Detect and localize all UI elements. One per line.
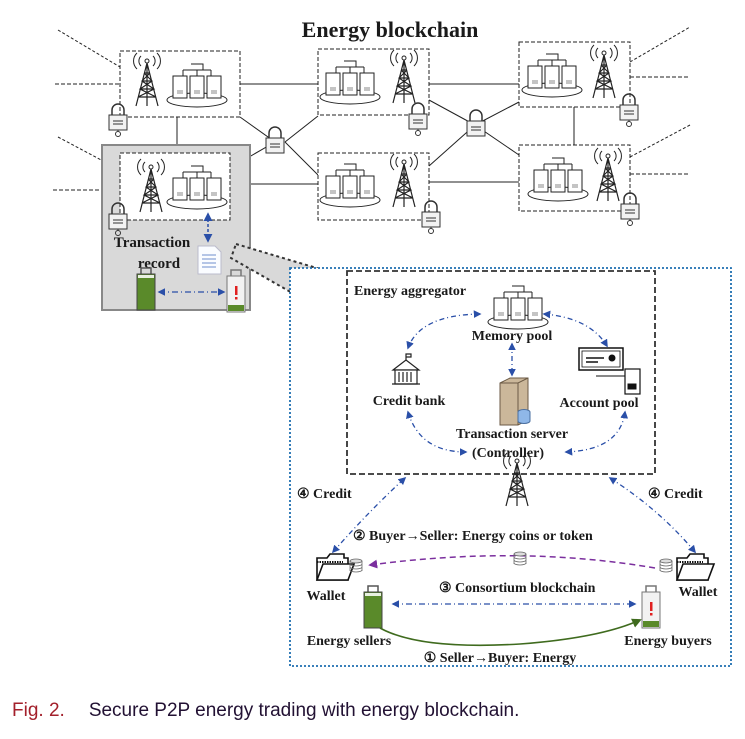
figure-number: Fig. 2. (12, 700, 65, 721)
aggregator-label: Energy aggregator (354, 284, 466, 299)
energy-aggregator-box (346, 270, 656, 475)
blockchain-node-6 (518, 144, 631, 212)
wallet-left-label: Wallet (307, 589, 346, 604)
lock-icon (422, 201, 440, 234)
credit-bank-label: Credit bank (373, 394, 446, 409)
energy-buyers-label: Energy buyers (624, 634, 712, 649)
wallet-icon (316, 553, 355, 581)
aggregator-arrows (406, 310, 629, 456)
figure-caption: Fig. 2. Secure P2P energy trading with en… (12, 700, 519, 722)
lock-icon (109, 104, 127, 137)
lock-icon (265, 126, 285, 154)
battery-seller-icon (363, 585, 383, 629)
wallet-icon (676, 553, 715, 581)
transaction-server-label: Transaction server (456, 427, 568, 442)
controller-label: (Controller) (472, 446, 544, 461)
energy-flow-label: ① Seller→Buyer: Energy (424, 651, 577, 666)
detail-panel (289, 267, 732, 667)
blockchain-node-1 (119, 50, 241, 118)
battery-low-icon (226, 269, 246, 313)
account-pool-label: Account pool (560, 396, 639, 411)
credit-right-arrow (608, 477, 696, 554)
energy-sellers-label: Energy sellers (307, 634, 392, 649)
wallet-right-label: Wallet (679, 585, 718, 600)
transaction-record-label-2: record (138, 256, 181, 272)
battery-full-icon (136, 267, 156, 311)
energy-arrow (379, 618, 642, 647)
blockchain-node-3 (518, 41, 631, 108)
consortium-label: ③ Consortium blockchain (439, 581, 596, 596)
account-pool-icon (578, 347, 641, 395)
diagram-title: Energy blockchain (302, 17, 479, 42)
memory-pool-label: Memory pool (472, 329, 553, 344)
bank-icon (391, 353, 421, 385)
blockchain-node-5 (317, 152, 430, 221)
transaction-server-icon (499, 377, 531, 426)
document-icon (197, 245, 222, 275)
figure-caption-text: Secure P2P energy trading with energy bl… (88, 700, 520, 721)
credit-left-label: ④ Credit (297, 487, 352, 502)
credit-right-label: ④ Credit (648, 487, 703, 502)
transaction-record-label-1: Transaction (114, 235, 191, 251)
payment-arrow (368, 554, 656, 569)
blockchain-node-2 (317, 48, 430, 116)
battery-buyer-icon (641, 585, 661, 629)
lock-icon (466, 109, 486, 137)
payment-flow-label: ② Buyer→Seller: Energy coins or token (353, 529, 593, 544)
blockchain-node-4 (119, 152, 231, 221)
